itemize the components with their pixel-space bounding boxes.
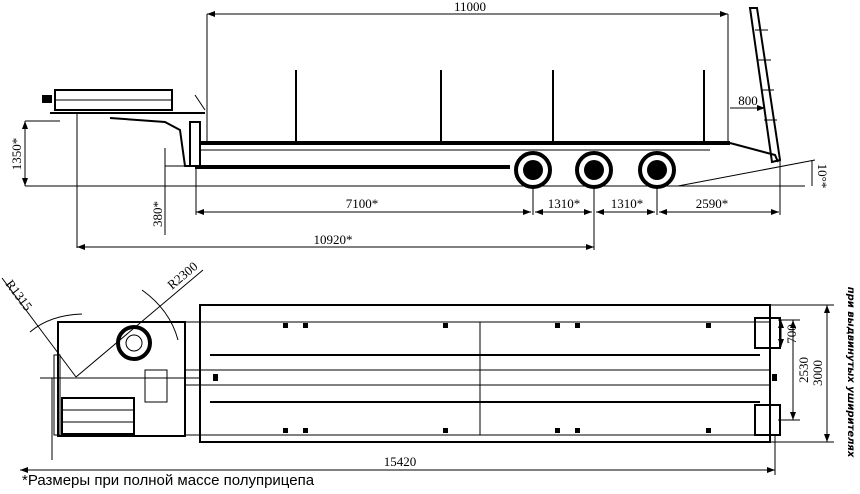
dim-kingpin-to-axle: 10920* (314, 232, 353, 247)
dim-width-extended: 3000 (810, 360, 825, 386)
radius-front: R1315 (3, 277, 36, 314)
footnote: *Размеры при полной массе полуприцепа (22, 472, 315, 489)
dim-total-length: 15420 (384, 454, 417, 469)
side-view: 11000 800 1350* 380* 7100* 1310* 1310* 2… (9, 0, 830, 250)
dim-deck-to-axle: 7100* (346, 196, 379, 211)
gooseneck (42, 89, 206, 248)
ramp-plan-bottom (754, 404, 781, 436)
dim-ramp-gap: 800 (738, 93, 758, 108)
plan-view: R1315 R2300 15420 700 (1, 259, 856, 475)
dim-axle-spacing-2: 1310* (611, 196, 644, 211)
dim-ramp-angle: 10°* (815, 164, 830, 189)
dim-width: 2530 (796, 357, 811, 383)
gooseneck-plan: R1315 R2300 (1, 259, 204, 460)
wheels (514, 151, 676, 189)
dim-ramp-width: 700 (784, 324, 799, 344)
dim-deck-height: 380* (150, 201, 165, 227)
main-deck (195, 14, 779, 169)
extended-note: при выдвинутых уширителях (845, 287, 856, 458)
dim-axle-spacing-1: 1310* (548, 196, 581, 211)
dim-rear-overhang: 2590* (696, 196, 729, 211)
stakes (295, 70, 705, 142)
platform-plan (185, 304, 781, 443)
ramp (677, 7, 816, 215)
dim-platform-length: 11000 (454, 0, 486, 14)
dim-coupling-height: 1350* (9, 138, 24, 171)
